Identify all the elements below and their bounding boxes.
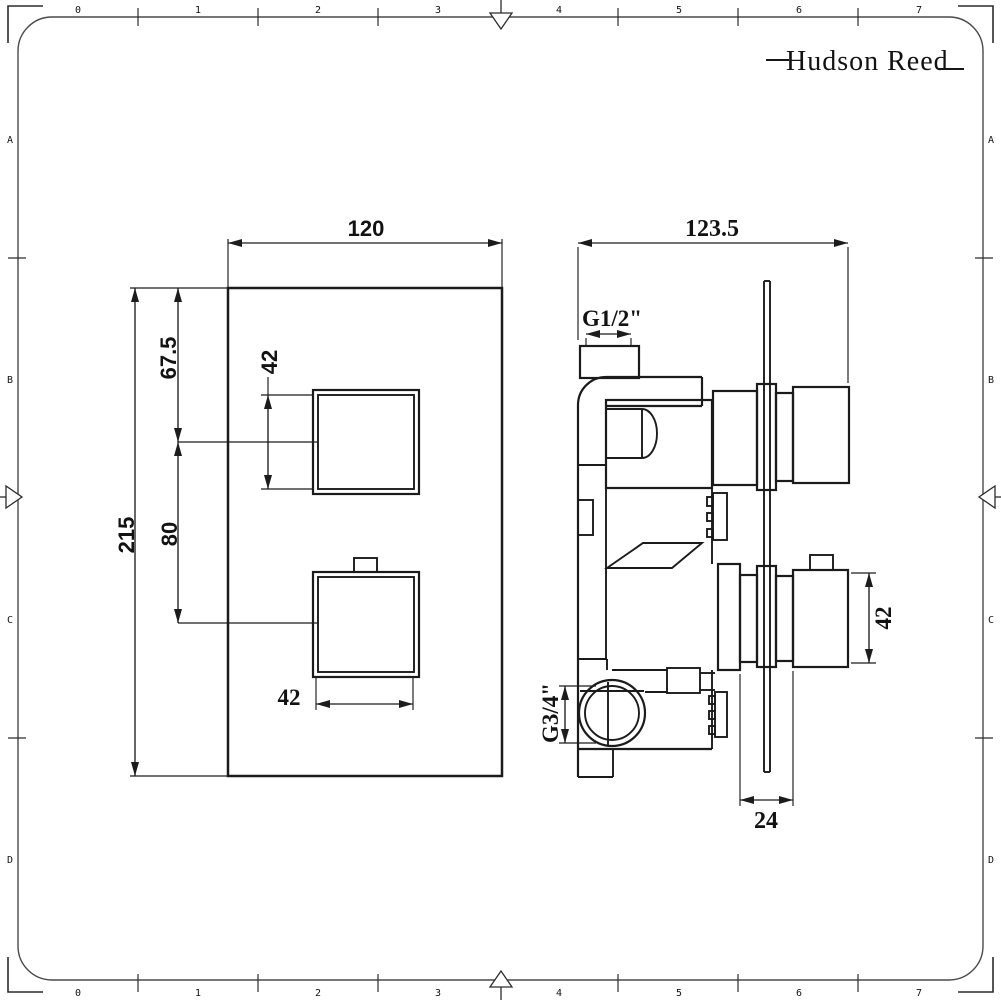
side-valve-body: [576, 375, 728, 778]
logo-text: Hudson Reed: [786, 46, 949, 77]
dim-label-80: 80: [157, 522, 182, 546]
dim-label-42-side: 42: [871, 607, 896, 630]
center-arrow-left: [0, 484, 24, 510]
side-upper-cartridge: [604, 398, 714, 490]
dim-label-g34: G3/4": [538, 683, 563, 743]
side-wall-plate: [763, 280, 771, 773]
ruler-left-D: D: [7, 855, 13, 866]
dim-front-width: 120: [227, 216, 503, 288]
ruler-bottom-5: 5: [676, 988, 682, 999]
side-lower-knob: [791, 568, 850, 669]
side-view: 123.5 G1/2": [538, 216, 896, 834]
dim-side-outlet: G3/4": [538, 683, 596, 744]
dim-side-knob: 42: [851, 572, 896, 664]
dim-label-67-5: 67.5: [156, 337, 181, 380]
dim-label-42-lower: 42: [278, 685, 301, 710]
front-lower-knob: [311, 557, 421, 679]
ruler-right-A: A: [988, 135, 994, 146]
front-lower-knob-tab: [353, 557, 378, 573]
ruler-top-3: 3: [435, 5, 441, 16]
dim-side-depth: 123.5: [577, 216, 849, 383]
ruler-left-C: C: [7, 615, 13, 626]
side-lower-knob-tab: [809, 554, 834, 571]
dim-label-123-5: 123.5: [685, 216, 739, 242]
sheet-border: [17, 16, 984, 981]
side-upper-bolt: [706, 492, 728, 541]
side-upper-knob: [791, 385, 851, 485]
side-body-tab: [577, 499, 594, 536]
center-arrow-bottom: [488, 969, 514, 1000]
dim-label-42-upper: 42: [257, 350, 282, 374]
dim-side-projection: 24: [739, 671, 794, 834]
side-upper-knob-stack: [711, 382, 851, 492]
ruler-bottom-7: 7: [916, 988, 922, 999]
center-arrow-top: [488, 0, 514, 31]
dim-front-spacing: 80: [157, 442, 318, 624]
side-inlet-g12: G1/2": [578, 306, 642, 380]
ruler-bottom-1: 1: [195, 988, 201, 999]
ruler-left-B: B: [7, 375, 13, 386]
ruler-bottom: 0 1 2 3 4 5 6 7: [75, 974, 922, 999]
dim-label-120: 120: [348, 216, 385, 241]
ruler-right-ticks: [975, 257, 993, 739]
brand-logo: Hudson Reed: [766, 46, 964, 77]
ruler-bottom-2: 2: [315, 988, 321, 999]
dim-front-offset: 67.5: [156, 288, 318, 443]
ruler-top: 0 1 2 3 4 5 6 7: [75, 5, 922, 26]
corner-mark-top-right: [958, 5, 994, 43]
corner-mark-bottom-left: [7, 957, 43, 993]
ruler-bottom-3: 3: [435, 988, 441, 999]
ruler-right: A B C D: [975, 135, 994, 866]
ruler-left: A B C D: [7, 135, 26, 866]
ruler-right-C: C: [988, 615, 994, 626]
dim-label-g12: G1/2": [582, 306, 642, 331]
front-view: 120 215 67.5 80 42: [114, 216, 504, 778]
ruler-top-5: 5: [676, 5, 682, 16]
dim-front-upper-knob: 42: [257, 350, 313, 490]
side-elbow: [576, 375, 607, 406]
side-outlet-port-inner: [584, 685, 640, 741]
corner-mark-bottom-right: [958, 957, 994, 993]
side-lower-knob-stack: [716, 554, 850, 672]
side-outlet-port-outer: [577, 678, 647, 748]
side-bottom-fitting: [666, 667, 701, 694]
front-plate-outline: [226, 286, 504, 778]
ruler-top-6: 6: [796, 5, 802, 16]
ruler-left-ticks: [8, 257, 26, 739]
ruler-top-0: 0: [75, 5, 81, 16]
ruler-top-4: 4: [556, 5, 562, 16]
side-lever: [603, 542, 705, 569]
side-cartridge-detail: [605, 408, 658, 459]
center-arrow-right: [977, 484, 1001, 510]
corner-mark-top-left: [7, 5, 43, 43]
ruler-right-B: B: [988, 375, 994, 386]
ruler-bottom-6: 6: [796, 988, 802, 999]
dim-label-24: 24: [754, 808, 778, 834]
side-inlet-pipe: [578, 344, 641, 380]
side-lower-bolt: [708, 691, 728, 738]
ruler-right-D: D: [988, 855, 994, 866]
dim-label-215: 215: [114, 517, 139, 554]
ruler-bottom-4: 4: [556, 988, 562, 999]
front-upper-knob: [311, 388, 421, 496]
ruler-top-1: 1: [195, 5, 201, 16]
ruler-left-A: A: [7, 135, 13, 146]
ruler-top-ticks: [137, 8, 859, 26]
dim-front-lower-knob: 42: [278, 677, 414, 710]
ruler-bottom-ticks: [137, 974, 859, 992]
ruler-top-2: 2: [315, 5, 321, 16]
ruler-bottom-0: 0: [75, 988, 81, 999]
ruler-top-7: 7: [916, 5, 922, 16]
